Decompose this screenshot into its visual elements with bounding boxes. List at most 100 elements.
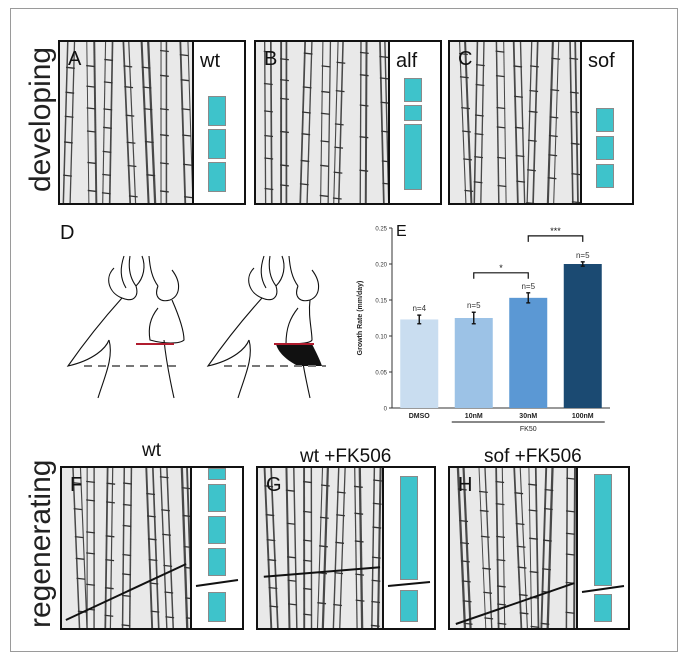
ray-segment bbox=[596, 136, 614, 160]
ray-joint bbox=[570, 142, 580, 145]
x-tick-label: 30nM bbox=[519, 413, 537, 420]
ray-joint bbox=[121, 594, 131, 597]
ray-joint bbox=[542, 568, 551, 571]
ray-joint bbox=[460, 541, 470, 545]
ray-joint bbox=[527, 139, 537, 142]
ray-joint bbox=[72, 482, 82, 485]
ray-edge bbox=[513, 468, 523, 628]
amputation-plane-line bbox=[65, 563, 187, 621]
segment-schematic-b: alf bbox=[388, 42, 440, 203]
ray-joint bbox=[162, 533, 171, 536]
panel-letter-a: A bbox=[68, 48, 82, 70]
ray-joint bbox=[179, 54, 189, 57]
ray-segment bbox=[404, 105, 422, 121]
ray-joint bbox=[317, 602, 327, 605]
fin-ray-image-b bbox=[256, 42, 388, 203]
amputation-mark-h bbox=[581, 585, 625, 593]
ray-joint bbox=[86, 583, 95, 586]
ray-joint bbox=[159, 162, 169, 165]
ray-joint bbox=[457, 488, 467, 491]
ray-joint bbox=[371, 556, 381, 559]
ray-joint bbox=[513, 65, 523, 68]
ray-joint bbox=[148, 558, 158, 562]
fin-outline-right bbox=[206, 255, 320, 399]
ray-joint bbox=[551, 57, 561, 60]
ray-edge bbox=[145, 468, 154, 628]
ray-joint bbox=[371, 600, 381, 604]
ray-edge bbox=[269, 42, 273, 203]
y-tick-label: 0.25 bbox=[375, 227, 387, 233]
ray-edge bbox=[179, 42, 187, 203]
ray-joint bbox=[303, 587, 313, 591]
ray-joint bbox=[335, 541, 345, 544]
ray-joint bbox=[180, 79, 190, 82]
ray-joint bbox=[150, 610, 160, 613]
ray-edge bbox=[459, 42, 467, 203]
y-tick-label: 0.15 bbox=[375, 299, 387, 305]
ray-joint bbox=[496, 585, 506, 588]
ray-joint bbox=[334, 571, 344, 575]
ray-joint bbox=[514, 126, 524, 129]
ray-edge bbox=[264, 42, 267, 203]
ray-joint bbox=[497, 603, 507, 606]
ray-joint bbox=[280, 130, 289, 134]
ray-joint bbox=[144, 140, 154, 144]
ray-edge bbox=[359, 42, 362, 203]
ray-joint bbox=[159, 49, 169, 53]
panel-a: A wt bbox=[58, 40, 246, 205]
ray-edge bbox=[152, 468, 160, 628]
amputation-plane-line bbox=[263, 566, 381, 578]
ray-joint bbox=[280, 58, 289, 61]
ray-joint bbox=[483, 591, 493, 594]
ray-joint bbox=[163, 564, 173, 568]
ray-joint bbox=[301, 111, 311, 114]
ray-joint bbox=[496, 106, 506, 110]
ray-segment bbox=[208, 484, 226, 512]
fin-ray-image-f bbox=[62, 468, 190, 628]
y-axis-label: Growth Rate (mm/day) bbox=[357, 281, 364, 356]
ray-joint bbox=[463, 158, 472, 161]
fin-outline-left bbox=[66, 255, 185, 399]
ray-joint bbox=[495, 50, 505, 53]
segment-schematic-h bbox=[576, 468, 628, 628]
n-label: n=5 bbox=[467, 301, 481, 310]
ray-joint bbox=[181, 487, 190, 490]
ray-edge bbox=[519, 42, 526, 203]
ray-joint bbox=[355, 599, 365, 602]
ray-joint bbox=[354, 540, 364, 543]
ray-joint bbox=[474, 132, 484, 136]
ray-joint bbox=[334, 146, 344, 149]
ray-joint bbox=[547, 177, 557, 180]
ray-edge bbox=[565, 468, 569, 628]
n-label: n=5 bbox=[576, 251, 590, 260]
ray-segment bbox=[400, 476, 418, 580]
ray-segment bbox=[208, 548, 226, 576]
panel-title-wt: wt bbox=[142, 440, 161, 461]
ray-edge bbox=[480, 42, 485, 203]
ray-joint bbox=[287, 556, 296, 559]
ray-edge bbox=[108, 42, 114, 203]
ray-edge bbox=[121, 468, 126, 628]
ray-edge bbox=[473, 42, 479, 203]
ray-edge bbox=[320, 42, 324, 203]
ray-joint bbox=[127, 164, 137, 168]
ray-joint bbox=[359, 136, 369, 139]
ray-joint bbox=[570, 110, 580, 114]
ray-joint bbox=[381, 160, 388, 163]
ray-joint bbox=[303, 480, 312, 484]
ray-joint bbox=[516, 545, 526, 548]
ray-joint bbox=[527, 169, 536, 172]
ray-joint bbox=[462, 130, 471, 133]
ray-joint bbox=[161, 509, 170, 512]
segment-schematic-g bbox=[382, 468, 434, 628]
ray-edge bbox=[104, 468, 109, 628]
ray-joint bbox=[332, 197, 342, 200]
ray-joint bbox=[319, 545, 328, 548]
ray-joint bbox=[104, 614, 114, 617]
ray-joint bbox=[319, 516, 329, 519]
ray-joint bbox=[379, 77, 388, 80]
ray-joint bbox=[517, 566, 527, 569]
panel-letter-e: E bbox=[396, 223, 407, 240]
ray-edge bbox=[534, 468, 540, 628]
